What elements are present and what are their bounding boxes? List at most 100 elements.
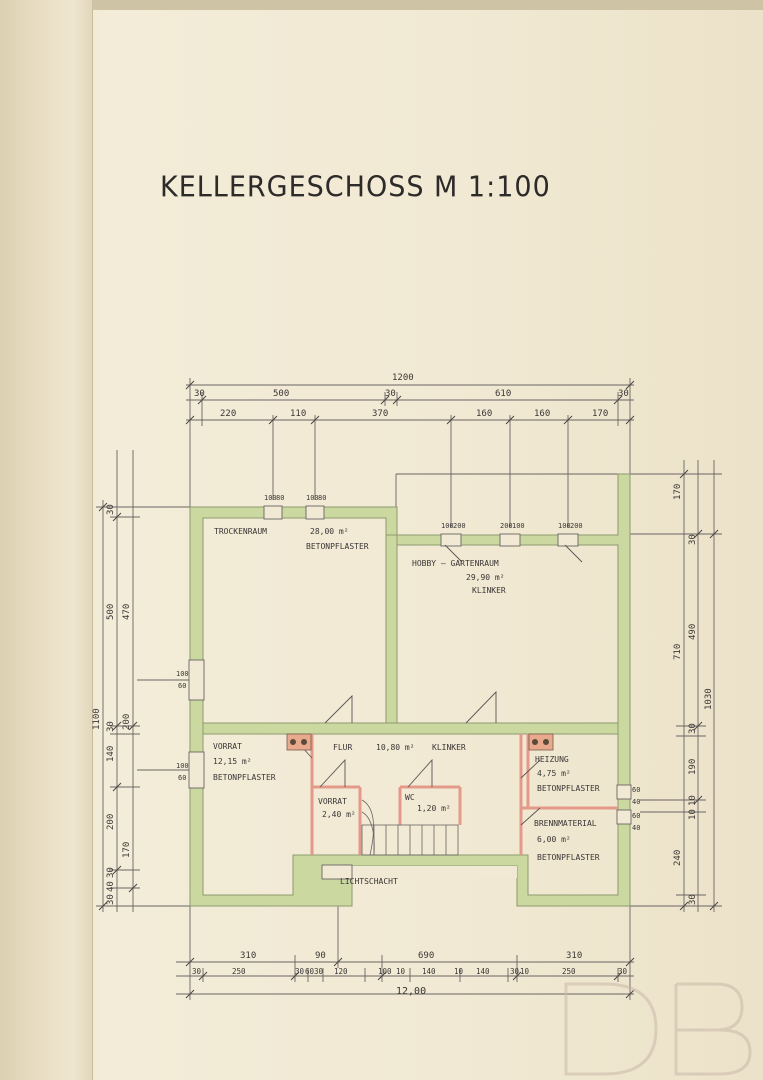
window-labels: 100 80 100 80 100 200 200 100 100 200 10… bbox=[176, 494, 640, 832]
svg-text:30: 30 bbox=[295, 967, 305, 976]
svg-text:10: 10 bbox=[688, 795, 698, 806]
svg-text:30: 30 bbox=[106, 867, 116, 878]
room-area: 29,90 m² bbox=[466, 573, 505, 582]
room-area: 28,00 m² bbox=[310, 527, 349, 536]
svg-text:200: 200 bbox=[122, 714, 132, 730]
room-area: 4,75 m² bbox=[537, 769, 571, 778]
svg-text:200: 200 bbox=[106, 814, 116, 830]
svg-text:60: 60 bbox=[178, 682, 186, 690]
dim-top-r1: 30 bbox=[618, 389, 629, 399]
room-area: 2,40 m² bbox=[322, 810, 356, 819]
svg-text:200: 200 bbox=[570, 522, 583, 530]
dim-top-r1: 500 bbox=[273, 389, 289, 399]
svg-text:100: 100 bbox=[176, 670, 189, 678]
svg-text:710: 710 bbox=[673, 644, 683, 660]
book-binding bbox=[0, 0, 93, 1080]
svg-text:190: 190 bbox=[688, 759, 698, 775]
room-floor: KLINKER bbox=[472, 586, 506, 595]
dimension-ticks bbox=[98, 380, 719, 999]
svg-text:80: 80 bbox=[318, 494, 326, 502]
svg-text:310: 310 bbox=[240, 951, 256, 961]
room-name: VORRAT bbox=[213, 742, 242, 751]
dim-top-r2: 170 bbox=[592, 409, 608, 419]
room-name: FLUR bbox=[333, 743, 352, 752]
room-floor: BETONPFLASTER bbox=[306, 542, 369, 551]
page-top-edge bbox=[92, 0, 763, 10]
svg-text:100: 100 bbox=[264, 494, 277, 502]
svg-text:310: 310 bbox=[566, 951, 582, 961]
svg-text:140: 140 bbox=[476, 967, 490, 976]
dimension-lines bbox=[96, 378, 722, 1000]
svg-text:60: 60 bbox=[178, 774, 186, 782]
dim-top-r1: 30 bbox=[385, 389, 396, 399]
staircase bbox=[361, 799, 459, 856]
dimension-labels-top: 1200 30 500 30 610 30 220 110 370 160 16… bbox=[194, 373, 629, 419]
room-floor: BETONPFLASTER bbox=[537, 784, 600, 793]
svg-text:40: 40 bbox=[106, 881, 116, 892]
svg-text:500: 500 bbox=[106, 604, 116, 620]
svg-text:80: 80 bbox=[276, 494, 284, 502]
svg-text:10: 10 bbox=[454, 967, 464, 976]
svg-text:170: 170 bbox=[673, 484, 683, 500]
dim-top-r2: 370 bbox=[372, 409, 388, 419]
partition-walls bbox=[310, 734, 618, 855]
room-name: VORRAT bbox=[318, 797, 347, 806]
appliances bbox=[286, 733, 554, 751]
dimension-labels-bottom: 310 90 690 310 30 250 30 60 30 120 100 1… bbox=[192, 951, 628, 997]
interior-walls bbox=[202, 534, 619, 878]
svg-text:60: 60 bbox=[632, 786, 640, 794]
dim-top-r2: 110 bbox=[290, 409, 306, 419]
svg-text:10: 10 bbox=[396, 967, 406, 976]
room-labels: TROCKENRAUM 28,00 m² BETONPFLASTER HOBBY… bbox=[213, 527, 600, 886]
dimension-labels-left: 1100 30 500 30 140 200 30 40 30 470 200 … bbox=[92, 504, 132, 905]
room-area: 1,20 m² bbox=[417, 804, 451, 813]
svg-text:30: 30 bbox=[106, 894, 116, 905]
room-name: WC bbox=[405, 793, 415, 802]
svg-text:10: 10 bbox=[520, 967, 530, 976]
svg-text:90: 90 bbox=[315, 951, 326, 961]
svg-text:250: 250 bbox=[232, 967, 246, 976]
svg-text:140: 140 bbox=[422, 967, 436, 976]
dim-top-r1: 610 bbox=[495, 389, 511, 399]
svg-text:30: 30 bbox=[688, 534, 698, 545]
svg-text:100: 100 bbox=[378, 967, 392, 976]
svg-text:30: 30 bbox=[688, 894, 698, 905]
svg-text:30: 30 bbox=[618, 967, 628, 976]
dim-top-r2: 160 bbox=[534, 409, 550, 419]
room-name: HEIZUNG bbox=[535, 755, 569, 764]
drawing-title: KELLERGESCHOSS M 1:100 bbox=[160, 171, 551, 204]
svg-text:470: 470 bbox=[122, 604, 132, 620]
dim-top-total: 1200 bbox=[392, 373, 414, 383]
doors bbox=[289, 544, 583, 826]
svg-text:690: 690 bbox=[418, 951, 434, 961]
room-area: 12,15 m² bbox=[213, 757, 252, 766]
room-floor: BETONPFLASTER bbox=[537, 853, 600, 862]
room-name: TROCKENRAUM bbox=[214, 527, 267, 536]
svg-text:120: 120 bbox=[334, 967, 348, 976]
windows bbox=[188, 505, 632, 880]
svg-text:1100: 1100 bbox=[92, 708, 102, 730]
svg-text:100: 100 bbox=[512, 522, 525, 530]
svg-text:1030: 1030 bbox=[704, 688, 714, 710]
svg-text:200: 200 bbox=[500, 522, 513, 530]
svg-text:60: 60 bbox=[305, 967, 315, 976]
svg-text:100: 100 bbox=[441, 522, 454, 530]
room-floor: BETONPFLASTER bbox=[213, 773, 276, 782]
svg-text:60: 60 bbox=[632, 812, 640, 820]
room-name: HOBBY – GARTENRAUM bbox=[412, 559, 499, 568]
svg-text:30: 30 bbox=[192, 967, 202, 976]
svg-text:240: 240 bbox=[673, 850, 683, 866]
svg-text:30: 30 bbox=[510, 967, 520, 976]
room-name: BRENNMATERIAL bbox=[534, 819, 597, 828]
dim-top-r2: 220 bbox=[220, 409, 236, 419]
svg-text:100: 100 bbox=[558, 522, 571, 530]
room-area: 6,00 m² bbox=[537, 835, 571, 844]
svg-text:200: 200 bbox=[453, 522, 466, 530]
svg-text:170: 170 bbox=[122, 842, 132, 858]
room-name: LICHTSCHACHT bbox=[340, 877, 398, 886]
svg-text:100: 100 bbox=[306, 494, 319, 502]
room-area: 10,80 m² bbox=[376, 743, 415, 752]
svg-text:40: 40 bbox=[632, 798, 640, 806]
svg-text:100: 100 bbox=[176, 762, 189, 770]
